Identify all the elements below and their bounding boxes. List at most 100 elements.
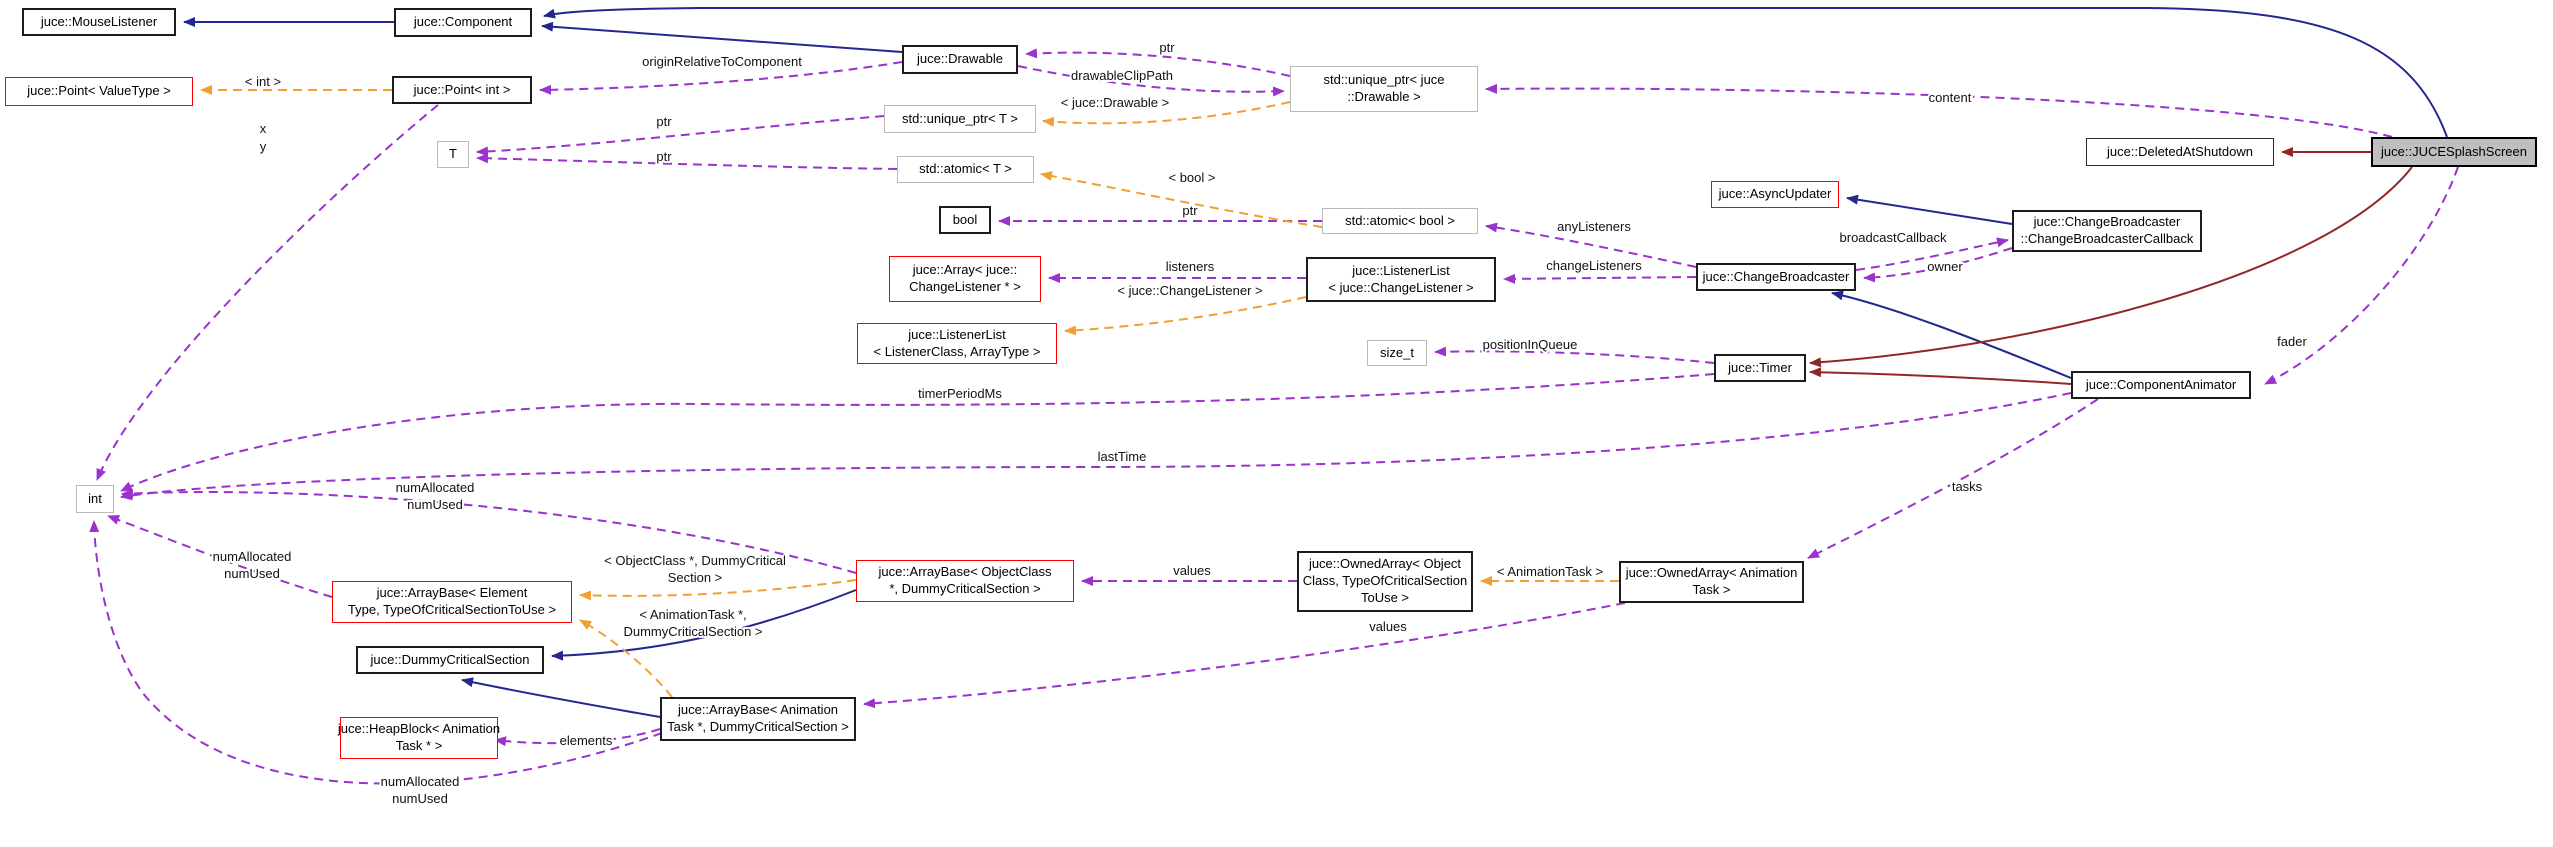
node-changebroadcaster[interactable]: juce::ChangeBroadcaster bbox=[1696, 263, 1856, 291]
node-array-changelistener[interactable]: juce::Array< juce::ChangeListener * > bbox=[889, 256, 1041, 302]
node-arraybase-animationtask-label: Task *, DummyCriticalSection > bbox=[667, 719, 849, 734]
inherit-splashscreen-to-timer bbox=[1809, 166, 2413, 368]
template-animationtask-arraybase bbox=[579, 619, 673, 698]
inherit-drawable-to-component bbox=[541, 21, 903, 53]
node-drawable-label: juce::Drawable bbox=[917, 51, 1003, 67]
node-listenerlist-changelistener-label: < juce::ChangeListener > bbox=[1328, 279, 1474, 295]
node-componentanimator[interactable]: juce::ComponentAnimator bbox=[2071, 371, 2251, 399]
usage-originrelativetocomponent-label: originRelativeToComponent bbox=[642, 54, 802, 69]
node-drawable[interactable]: juce::Drawable bbox=[902, 45, 1018, 74]
node-atomic-bool-label: std::atomic< bool > bbox=[1345, 212, 1455, 228]
usage-ptr-to-t-from-atomic bbox=[476, 153, 898, 170]
node-changebroadcaster-callback-label: ::ChangeBroadcasterCallback bbox=[2020, 231, 2194, 246]
node-dummycriticalsection-label: juce::DummyCriticalSection bbox=[370, 651, 530, 667]
usage-ptr-to-bool-label: ptr bbox=[1182, 203, 1198, 218]
node-unique-ptr-drawable: std::unique_ptr< juce::Drawable > bbox=[1290, 66, 1478, 112]
node-deletedatshutdown[interactable]: juce::DeletedAtShutdown bbox=[2086, 138, 2274, 166]
node-timer[interactable]: juce::Timer bbox=[1714, 354, 1806, 382]
node-asyncupdater-label: juce::AsyncUpdater bbox=[1718, 186, 1832, 202]
template-objectclass-arraybase bbox=[579, 579, 857, 601]
node-arraybase-animationtask-label: juce::ArrayBase< Animation bbox=[677, 702, 839, 718]
usage-values-animationtask bbox=[863, 602, 1626, 709]
node-point-valuetype-label: juce::Point< ValueType > bbox=[27, 83, 171, 99]
node-point-int[interactable]: juce::Point< int > bbox=[392, 76, 532, 104]
node-dummycriticalsection[interactable]: juce::DummyCriticalSection bbox=[356, 646, 544, 674]
usage-anylisteners-label: anyListeners bbox=[1557, 219, 1631, 234]
node-component-label: juce::Component bbox=[413, 14, 513, 30]
usage-elements-label: elements bbox=[560, 733, 613, 748]
node-arraybase-objectclass-label: *, DummyCriticalSection > bbox=[889, 581, 1041, 596]
usage-timerperiodms bbox=[120, 373, 1715, 492]
usage-timerperiodms-label: timerPeriodMs bbox=[918, 386, 1002, 401]
node-listenerlist-generic[interactable]: juce::ListenerList< ListenerClass, Array… bbox=[857, 323, 1057, 364]
usage-numallocated-element bbox=[107, 515, 333, 598]
node-arraybase-objectclass-label: juce::ArrayBase< ObjectClass bbox=[878, 564, 1052, 580]
template-bool-atomic bbox=[1040, 171, 1323, 228]
usage-lasttime-label: lastTime bbox=[1098, 449, 1147, 464]
usage-values-objectclass-label: values bbox=[1173, 563, 1211, 578]
inherit-componentanimator-to-changebroadcaster bbox=[1831, 290, 2072, 379]
node-listenerlist-changelistener[interactable]: juce::ListenerList< juce::ChangeListener… bbox=[1306, 257, 1496, 302]
node-jucesplashscreen-label: juce::JUCESplashScreen bbox=[2381, 143, 2527, 159]
usage-numallocated-animationtask bbox=[89, 520, 663, 785]
node-array-changelistener-label: juce::Array< juce:: bbox=[912, 262, 1018, 278]
usage-broadcastcallback bbox=[1855, 237, 2009, 271]
node-ownedarray-animationtask-label: juce::OwnedArray< Animation bbox=[1625, 565, 1798, 581]
node-timer-label: juce::Timer bbox=[1728, 359, 1792, 375]
node-unique-ptr-t-label: std::unique_ptr< T > bbox=[902, 110, 1018, 126]
node-t: T bbox=[437, 141, 469, 168]
node-atomic-t-label: std::atomic< T > bbox=[919, 161, 1012, 177]
node-listenerlist-changelistener-label: juce::ListenerList bbox=[1352, 262, 1450, 278]
usage-changelisteners bbox=[1503, 273, 1697, 284]
node-int-label: int bbox=[88, 490, 102, 506]
template-unique-ptr-drawable bbox=[1042, 101, 1291, 127]
node-unique-ptr-drawable-label: std::unique_ptr< juce bbox=[1323, 72, 1445, 88]
node-arraybase-objectclass[interactable]: juce::ArrayBase< ObjectClass*, DummyCrit… bbox=[856, 560, 1074, 602]
inherit-splashscreen-to-component bbox=[543, 7, 2448, 138]
node-mouselistener[interactable]: juce::MouseListener bbox=[22, 8, 176, 36]
node-ownedarray-objectclass-label: ToUse > bbox=[1360, 589, 1410, 605]
node-atomic-bool: std::atomic< bool > bbox=[1322, 208, 1478, 234]
node-bool: bool bbox=[939, 206, 991, 234]
node-changebroadcaster-label: juce::ChangeBroadcaster bbox=[1702, 268, 1850, 284]
usage-elements bbox=[494, 728, 661, 747]
node-listenerlist-generic-label: < ListenerClass, ArrayType > bbox=[873, 343, 1041, 359]
usage-owner bbox=[1863, 247, 2013, 283]
node-point-valuetype[interactable]: juce::Point< ValueType > bbox=[5, 77, 193, 106]
usage-anylisteners bbox=[1485, 222, 1697, 268]
node-ownedarray-objectclass-label: Class, TypeOfCriticalSection bbox=[1302, 573, 1468, 589]
inherit-callback-to-asyncupdater bbox=[1846, 194, 2013, 225]
node-unique-ptr-drawable-label: ::Drawable > bbox=[1347, 89, 1421, 104]
usage-x-y bbox=[96, 104, 439, 481]
template-changelistener-listenerlist bbox=[1064, 296, 1307, 336]
node-mouselistener-label: juce::MouseListener bbox=[40, 13, 158, 29]
node-component[interactable]: juce::Component bbox=[394, 8, 532, 37]
usage-tasks bbox=[1807, 398, 2099, 559]
template-unique-ptr-drawable-label: < juce::Drawable > bbox=[1061, 95, 1169, 110]
usage-tasks-label: tasks bbox=[1952, 479, 1983, 494]
node-arraybase-element-label: Type, TypeOfCriticalSectionToUse > bbox=[347, 602, 557, 617]
usage-content bbox=[1485, 83, 2393, 138]
node-jucesplashscreen[interactable]: juce::JUCESplashScreen bbox=[2371, 137, 2537, 167]
node-deletedatshutdown-label: juce::DeletedAtShutdown bbox=[2107, 143, 2253, 159]
node-changebroadcaster-callback[interactable]: juce::ChangeBroadcaster::ChangeBroadcast… bbox=[2012, 210, 2202, 252]
node-size-t: size_t bbox=[1367, 340, 1427, 366]
usage-ptr-to-drawable bbox=[1025, 48, 1291, 77]
template-animationtask-arraybase-label: < AnimationTask *,DummyCriticalSection > bbox=[623, 607, 762, 639]
node-asyncupdater[interactable]: juce::AsyncUpdater bbox=[1711, 181, 1839, 208]
template-animationtask-ownedarray-label: < AnimationTask > bbox=[1497, 564, 1603, 579]
usage-drawableclippath-label: drawableClipPath bbox=[1071, 68, 1173, 83]
usage-ptr-to-t-from-unique-ptr bbox=[476, 115, 885, 157]
usage-positioninqueue-label: positionInQueue bbox=[1483, 337, 1578, 352]
